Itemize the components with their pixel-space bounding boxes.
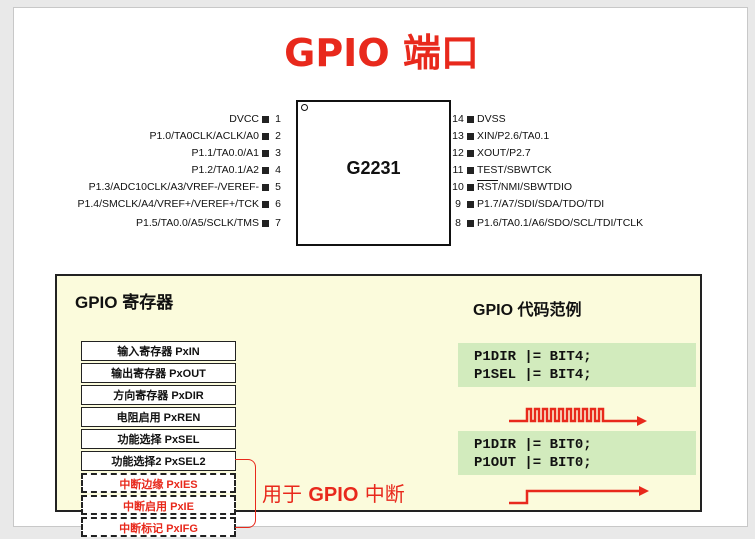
chip-name: G2231 [346,158,401,178]
code-line: P1OUT |= BIT0; [474,455,592,471]
register-item: 输入寄存器 PxIN [81,341,236,361]
pwm-waveform-icon [509,407,647,426]
interrupt-register-item: 中断边缘 PxIES [81,473,236,493]
slide-title: GPIO 端口 [284,31,479,75]
step-waveform-icon [509,486,649,505]
examples-title: GPIO 代码范例 [473,302,582,319]
code-block-1: P1DIR |= BIT4; P1SEL |= BIT4; [458,343,696,387]
register-item: 功能选择 PxSEL [81,429,236,449]
interrupt-register-item: 中断启用 PxIE [81,495,236,515]
interrupt-register-item: 中断标记 PxIFG [81,517,236,537]
register-item: 功能选择2 PxSEL2 [81,451,236,471]
gpio-panel: GPIO 寄存器 GPIO 代码范例 输入寄存器 PxIN 输出寄存器 PxOU… [55,274,702,537]
code-line: P1SEL |= BIT4; [474,367,592,383]
code-line: P1DIR |= BIT0; [474,437,592,453]
register-item: 方向寄存器 PxDIR [81,385,236,405]
interrupt-label: 用于 GPIO 中断 [262,482,405,506]
register-item: 电阻启用 PxREN [81,407,236,427]
register-item: 输出寄存器 PxOUT [81,363,236,383]
registers-title: GPIO 寄存器 [75,293,174,312]
chip-diagram: G2231 [296,100,451,246]
code-line: P1DIR |= BIT4; [474,349,592,365]
register-list: 输入寄存器 PxIN 输出寄存器 PxOUT 方向寄存器 PxDIR 电阻启用 … [81,339,236,537]
pin1-marker [301,104,308,111]
left-pin: P1.3/ADC10CLK/A3/VREF-/VEREF-5 [88,181,281,193]
interrupt-bracket [235,459,256,528]
code-block-2: P1DIR |= BIT0; P1OUT |= BIT0; [458,431,696,475]
